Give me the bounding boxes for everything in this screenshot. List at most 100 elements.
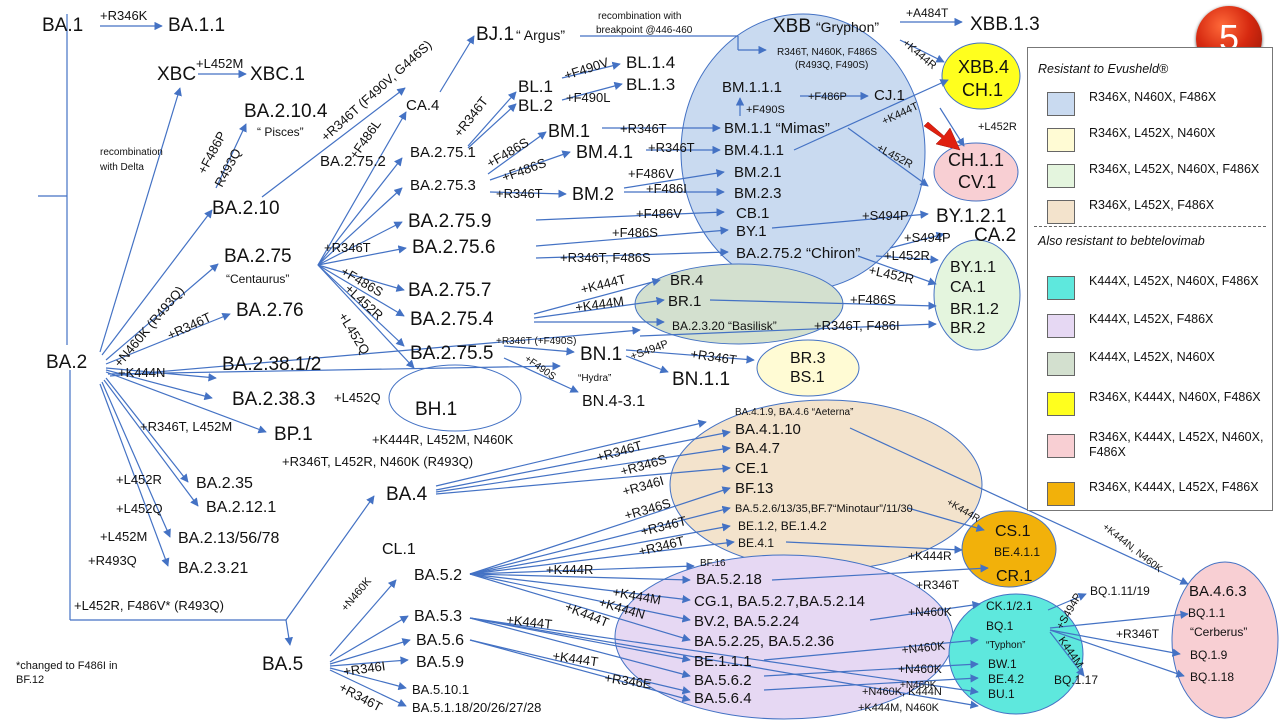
node-ba2381: BA.2.38.1/2 <box>222 354 321 375</box>
node-bp1: BP.1 <box>274 424 313 445</box>
edge-r346t-bm2: +R346T <box>496 186 543 201</box>
node-ba2751: BA.2.75.1 <box>410 144 476 161</box>
edge-l452r-235: +L452R <box>116 472 162 487</box>
edge-r346t-l452r: +R346T, L452R, N460K (R493Q) <box>282 454 473 469</box>
legend-title-evusheld: Resistant to Evusheld® <box>1038 62 1169 76</box>
node-cr1: CR.1 <box>996 568 1033 585</box>
edge-s494p-a: +S494P <box>862 208 909 223</box>
node-bq19: BQ.1.9 <box>1190 648 1228 662</box>
legend-entry: R346X, K444X, L452X, F486X <box>1047 480 1267 508</box>
node-bm111: BM.1.1.1 <box>722 79 782 96</box>
edge-a484t: +A484T <box>906 6 949 20</box>
node-aeterna: BA.4.1.9, BA.4.6 “Aeterna” <box>735 407 853 418</box>
node-bl2: BL.2 <box>518 96 553 115</box>
edge-r346t-276: +R346T <box>165 309 214 342</box>
legend-label: K444X, L452X, N460X, F486X <box>1089 274 1259 288</box>
node-bl13: BL.1.3 <box>626 75 675 94</box>
node-ba2755: BA.2.75.5 <box>410 343 493 364</box>
node-bv2: BV.2, BA.5.2.24 <box>694 613 799 630</box>
edge-f490s-bn: +F490S <box>522 353 557 382</box>
node-ba562: BA.5.6.2 <box>694 672 752 689</box>
node-typhon: “Typhon” <box>986 640 1025 651</box>
node-ba5101: BA.5.10.1 <box>412 682 469 697</box>
group-ellipses <box>388 13 1279 720</box>
edge-f486s-br: +F486S <box>850 292 896 307</box>
edge-n460k-cl: +N460K <box>339 575 374 614</box>
edge-l452q-2121: +L452Q <box>116 501 163 516</box>
legend-divider <box>1034 226 1266 227</box>
edge-k444r-xbb: +K444R <box>900 37 938 72</box>
edge-r346i-59: +R346I <box>342 658 386 679</box>
edge-l452r-f486v: +L452R, F486V* (R493Q) <box>74 598 224 613</box>
node-ba59: BA.5.9 <box>416 654 464 671</box>
legend-swatch <box>1047 276 1075 300</box>
node-ba11: BA.1.1 <box>168 15 225 36</box>
node-be411: BE.4.1.1 <box>994 545 1040 559</box>
resistance-legend: Resistant to Evusheld® Also resistant to… <box>1027 47 1273 511</box>
legend-entry: R346X, K444X, N460X, F486X <box>1047 390 1267 418</box>
node-argus: “ Argus” <box>516 27 565 43</box>
node-chiron: BA.2.75.2 “Chiron” <box>736 245 860 262</box>
node-ba2104: BA.2.10.4 <box>244 101 328 122</box>
legend-label: K444X, L452X, F486X <box>1089 312 1214 326</box>
node-bm2: BM.2 <box>572 184 614 204</box>
node-bq1119: BQ.1.11/19 <box>1090 584 1150 598</box>
node-ba2756: BA.2.75.6 <box>412 237 495 258</box>
edge-r346k: +R346K <box>100 8 148 23</box>
node-xbb-subs: R346T, N460K, F486S <box>777 47 877 58</box>
legend-entry: R346X, L452X, N460X <box>1047 126 1267 154</box>
edge-r346e: +R346E <box>604 670 653 691</box>
node-cb1: CB.1 <box>736 205 769 222</box>
node-labels: BA.1 BA.1.1 XBC XBC.1 BA.2.10.4 “ Pisces… <box>42 14 1247 715</box>
node-ba463: BA.4.6.3 <box>1189 583 1247 600</box>
node-ba5: BA.5 <box>262 654 303 675</box>
node-gryphon: “Gryphon” <box>816 19 879 35</box>
legend-swatch <box>1047 434 1075 458</box>
edge-f490v: +F490V <box>562 54 611 83</box>
edge-r346t-bn: +R346T (+F490S) <box>496 336 576 347</box>
legend-swatch <box>1047 92 1075 116</box>
node-bm11: BM.1.1 “Mimas” <box>724 120 830 137</box>
node-ba235: BA.2.35 <box>196 475 253 492</box>
node-ba2121: BA.2.12.1 <box>206 499 276 516</box>
legend-entry: R346X, L452X, N460X, F486X <box>1047 162 1267 190</box>
edge-k444n: +K444N <box>118 365 165 380</box>
node-cs1: CS.1 <box>995 523 1031 540</box>
edge-f486s-by: +F486S <box>612 225 658 240</box>
edge-r346t-f486s: +R346T, F486S <box>560 250 651 265</box>
edge-n460k-ck: +N460K <box>908 605 952 619</box>
node-br12: BR.1.2 <box>950 301 999 318</box>
node-xbb: XBB <box>773 16 811 37</box>
node-ba2752: BA.2.75.2 <box>320 153 386 170</box>
legend-title-bebtelovimab: Also resistant to bebtelovimab <box>1038 234 1205 248</box>
node-cg1: CG.1, BA.5.2.7,BA.5.2.14 <box>694 593 865 610</box>
legend-swatch <box>1047 482 1075 506</box>
edge-l452m-213: +L452M <box>100 529 147 544</box>
node-xbb-subs2: (R493Q, F490S) <box>795 60 868 71</box>
edge-r346t-bm4: +R346T <box>648 140 695 155</box>
node-basilisk: BA.2.3.20 “Basilisk” <box>672 319 777 333</box>
footnote: *changed to F486I in BF.12 <box>16 659 146 687</box>
node-bu1: BU.1 <box>988 687 1015 701</box>
node-ba2: BA.2 <box>46 352 87 373</box>
node-bm23: BM.2.3 <box>734 185 782 202</box>
node-ba4110: BA.4.1.10 <box>735 421 801 438</box>
node-ca1: CA.1 <box>950 279 986 296</box>
node-bn1: BN.1 <box>580 344 622 365</box>
ellipse-yellow-xbb4 <box>941 42 1021 110</box>
edge-n460k-k444n: +N460K, K444N <box>862 686 942 698</box>
legend-swatch <box>1047 352 1075 376</box>
node-ba53: BA.5.3 <box>414 608 462 625</box>
legend-entry: K444X, L452X, F486X <box>1047 312 1267 340</box>
edge-s494p-bn: +S494P <box>629 338 670 363</box>
node-ca4: CA.4 <box>406 97 439 114</box>
node-ba56: BA.5.6 <box>416 632 464 649</box>
edge-n460k-be42: +N460K <box>900 680 937 691</box>
node-bl14: BL.1.4 <box>626 53 675 72</box>
edge-n460k-bw: +N460K <box>898 662 942 676</box>
node-bn11: BN.1.1 <box>672 369 730 390</box>
node-cl1: CL.1 <box>382 541 416 558</box>
node-xbb4: XBB.4 <box>958 57 1009 77</box>
edge-l452q-5: +L452Q <box>335 310 372 357</box>
node-xbc1: XBC.1 <box>250 64 305 85</box>
